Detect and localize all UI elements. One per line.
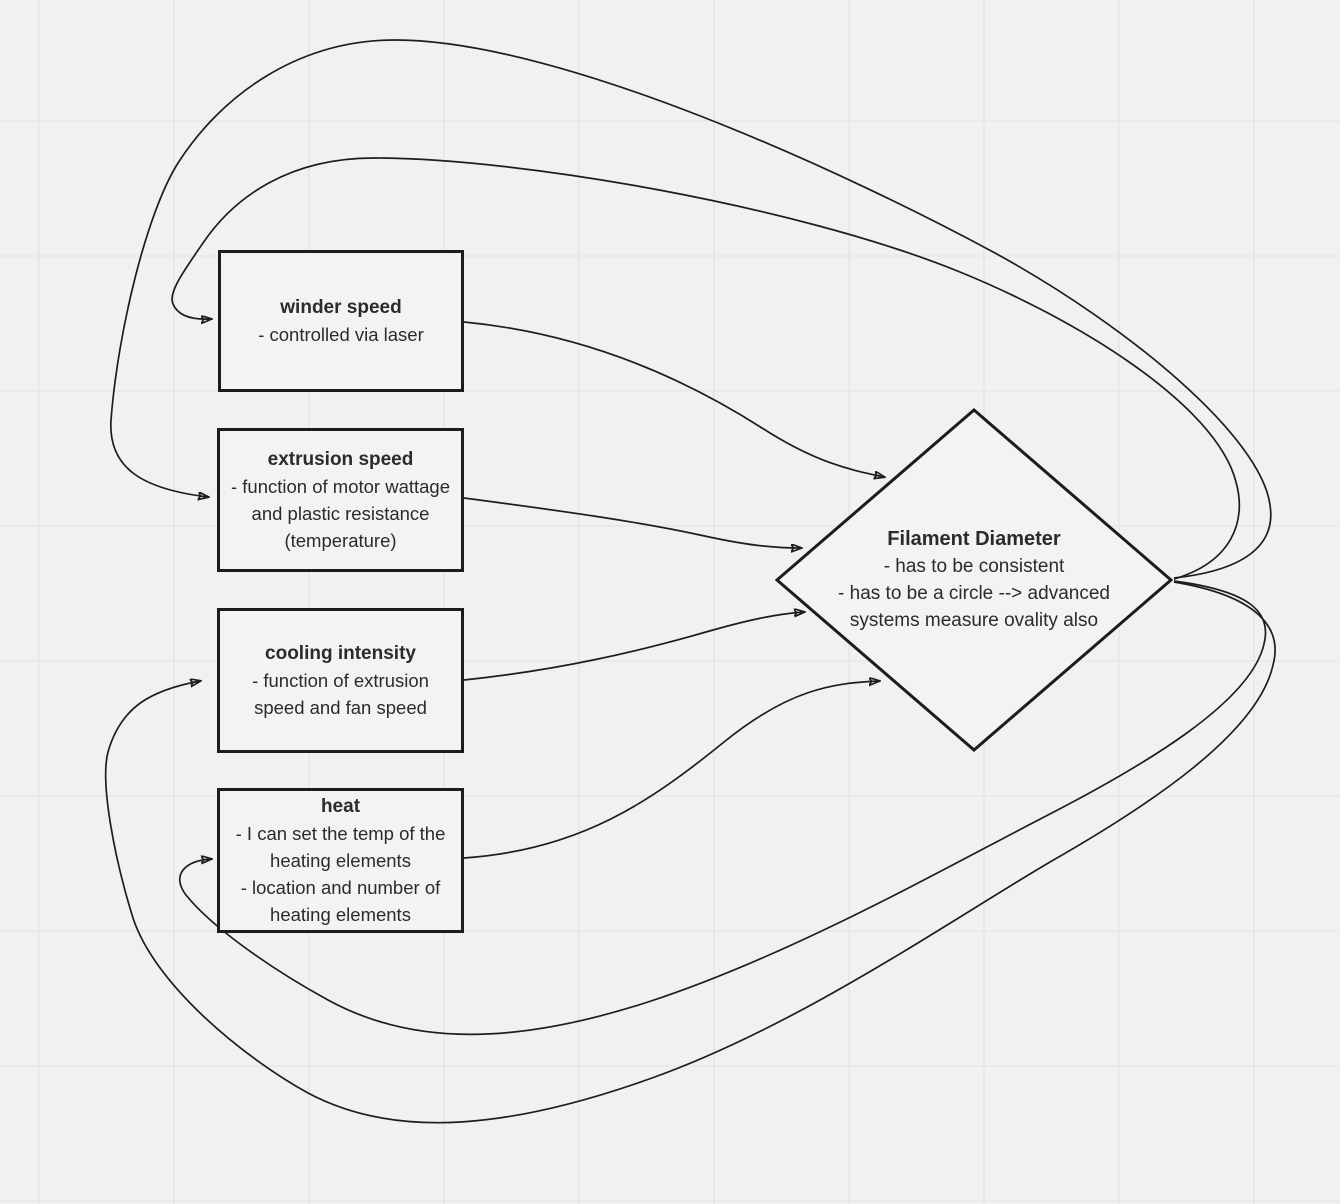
node-heat-line: - I can set the temp of the heating elem… xyxy=(235,823,446,871)
edge-extrusion-to-diamond[interactable] xyxy=(463,497,801,548)
edge-diamond-to-heat[interactable] xyxy=(178,580,1267,1036)
node-heat[interactable]: heat - I can set the temp of the heating… xyxy=(217,788,464,933)
node-winder-speed[interactable]: winder speed - controlled via laser xyxy=(218,250,464,392)
edge-heat-to-diamond[interactable] xyxy=(463,681,879,859)
node-filament-diameter-title: Filament Diameter xyxy=(887,528,1061,550)
diamond-shape xyxy=(775,408,1173,752)
edge-winder-to-diamond[interactable] xyxy=(463,321,884,477)
edge-diamond-to-winder[interactable] xyxy=(171,157,1241,580)
node-filament-diameter[interactable]: Filament Diameter - has to be consistent… xyxy=(775,408,1173,752)
node-extrusion-speed-line: - function of motor wattage and plastic … xyxy=(230,476,451,551)
edge-cooling-to-diamond[interactable] xyxy=(463,612,804,681)
node-extrusion-speed-title: extrusion speed xyxy=(267,449,414,470)
edge-diamond-to-cooling[interactable] xyxy=(104,581,1276,1124)
node-winder-speed-title: winder speed xyxy=(280,297,402,318)
node-cooling-intensity[interactable]: cooling intensity - function of extrusio… xyxy=(217,608,464,753)
node-cooling-intensity-title: cooling intensity xyxy=(265,643,416,664)
node-filament-diameter-line: - has to be a circle --> advanced system… xyxy=(838,583,1110,631)
node-cooling-intensity-line: - function of extrusion speed and fan sp… xyxy=(252,670,429,718)
node-filament-diameter-text: Filament Diameter - has to be consistent… xyxy=(838,526,1110,634)
node-extrusion-speed[interactable]: extrusion speed - function of motor watt… xyxy=(217,428,464,572)
edge-diamond-to-extrusion[interactable] xyxy=(110,39,1272,579)
node-filament-diameter-line: - has to be consistent xyxy=(883,556,1065,577)
node-winder-speed-line: - controlled via laser xyxy=(258,324,424,345)
node-heat-title: heat xyxy=(320,796,361,817)
node-heat-line: - location and number of heating element… xyxy=(240,877,441,925)
